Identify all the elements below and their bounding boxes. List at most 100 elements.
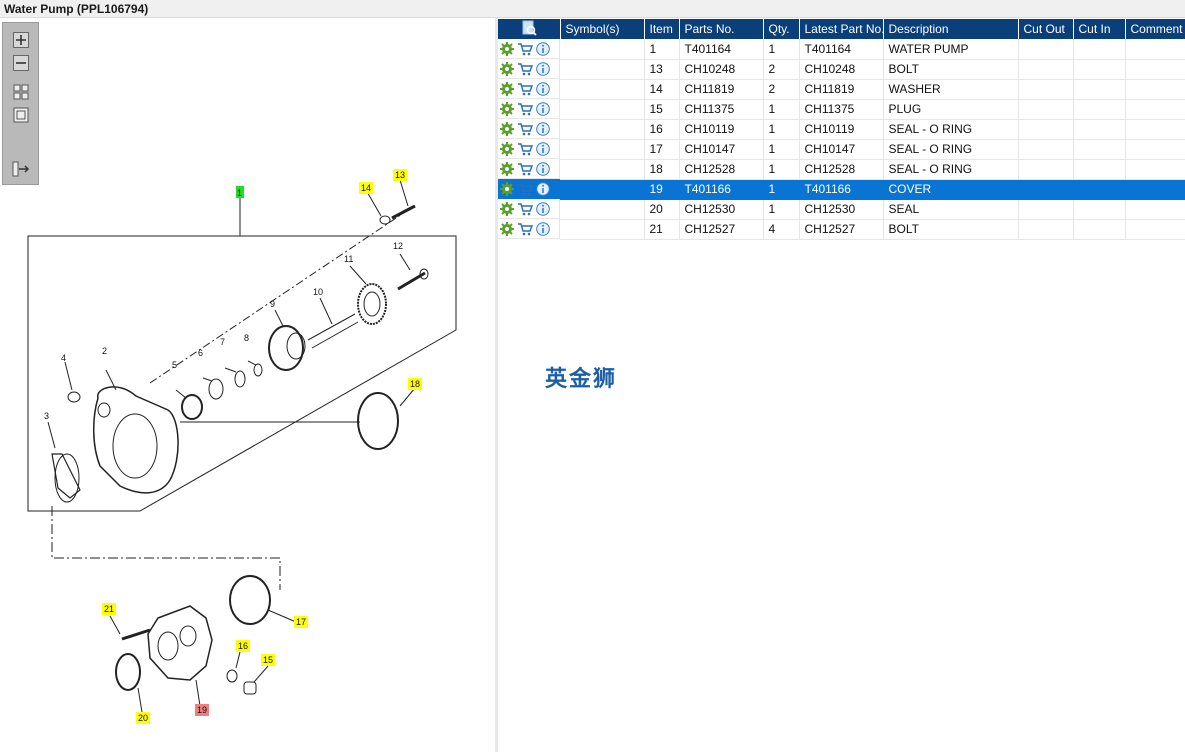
cell-qty: 1 <box>763 39 800 60</box>
callout-12: 12 <box>393 241 403 251</box>
cell-item: 21 <box>644 219 680 240</box>
fit-window-button[interactable] <box>11 106 31 124</box>
gear-icon[interactable] <box>500 141 514 156</box>
cart-icon[interactable] <box>517 202 533 216</box>
row-icons <box>498 39 560 59</box>
callout-1-highlight <box>236 186 244 198</box>
info-icon[interactable] <box>536 121 550 136</box>
cart-icon[interactable] <box>517 182 533 196</box>
fit-all-button[interactable] <box>11 83 31 101</box>
info-icon[interactable] <box>536 61 550 76</box>
gear-icon[interactable] <box>500 61 514 76</box>
gear-icon[interactable] <box>500 161 514 176</box>
col-parts-no[interactable]: Parts No. <box>679 19 764 39</box>
gear-icon[interactable] <box>500 121 514 136</box>
cell-latest-part-no: T401164 <box>799 39 884 60</box>
pane-splitter[interactable] <box>495 18 498 752</box>
callout-16: 16 <box>238 641 248 651</box>
col-qty[interactable]: Qty. <box>763 19 800 39</box>
callout-3: 3 <box>44 411 49 421</box>
zoom-in-button[interactable] <box>11 31 31 49</box>
row-icons <box>498 59 560 79</box>
cart-icon[interactable] <box>517 42 533 56</box>
gear-icon[interactable] <box>500 101 514 116</box>
cell-item: 18 <box>644 159 680 180</box>
cart-icon[interactable] <box>517 102 533 116</box>
cell-symbols <box>560 159 645 180</box>
col-cut-out[interactable]: Cut Out <box>1018 19 1074 39</box>
cell-item: 15 <box>644 99 680 120</box>
zoom-out-button[interactable] <box>11 54 31 72</box>
diagram-pane[interactable]: 1 2 3 4 5 6 7 8 9 10 11 12 13 14 15 16 1… <box>0 18 495 752</box>
info-icon[interactable] <box>536 201 550 216</box>
callout-21-highlight <box>102 603 116 615</box>
callout-8: 8 <box>244 333 249 343</box>
cell-symbols <box>560 119 645 140</box>
gear-icon[interactable] <box>500 201 514 216</box>
header-icon-cell[interactable] <box>498 19 561 39</box>
cell-cut-in <box>1073 159 1126 180</box>
seal-5 <box>181 394 203 420</box>
cell-description: SEAL - O RING <box>883 159 1019 180</box>
gear-icon[interactable] <box>500 221 514 236</box>
col-cut-in[interactable]: Cut In <box>1073 19 1126 39</box>
cart-icon[interactable] <box>517 222 533 236</box>
info-icon[interactable] <box>536 41 550 56</box>
cell-cut-out <box>1018 179 1074 200</box>
cell-parts-no: CH12528 <box>679 159 764 180</box>
cell-latest-part-no: CH10119 <box>799 119 884 140</box>
col-description[interactable]: Description <box>883 19 1019 39</box>
parts-table: Symbol(s) Item Parts No. Qty. Latest Par… <box>498 19 1185 240</box>
col-item[interactable]: Item <box>644 19 680 39</box>
window-title: Water Pump (PPL106794) <box>4 2 149 16</box>
callout-15: 15 <box>263 655 273 665</box>
callout-14: 14 <box>361 183 371 193</box>
cell-comment <box>1125 119 1185 140</box>
cell-qty: 1 <box>763 99 800 120</box>
cart-icon[interactable] <box>517 162 533 176</box>
cell-symbols <box>560 199 645 220</box>
info-icon[interactable] <box>536 141 550 156</box>
info-icon[interactable] <box>536 181 550 196</box>
gear-icon[interactable] <box>500 181 514 196</box>
cell-cut-out <box>1018 199 1074 220</box>
col-comment[interactable]: Comment <box>1125 19 1185 39</box>
info-icon[interactable] <box>536 101 550 116</box>
callout-19-highlight <box>195 704 209 716</box>
cell-cut-in <box>1073 219 1126 240</box>
col-latest-part-no[interactable]: Latest Part No. <box>799 19 884 39</box>
row-icons <box>498 159 560 179</box>
cell-latest-part-no: CH12530 <box>799 199 884 220</box>
cell-latest-part-no: T401166 <box>799 179 884 200</box>
cell-description: COVER <box>883 179 1019 200</box>
toggle-pane-button[interactable] <box>11 160 31 178</box>
diagram-toolbar <box>2 22 39 185</box>
cart-icon[interactable] <box>517 122 533 136</box>
zoom-in-icon <box>13 32 29 48</box>
cart-icon[interactable] <box>517 142 533 156</box>
cell-cut-out <box>1018 39 1074 60</box>
col-symbols[interactable]: Symbol(s) <box>560 19 645 39</box>
info-icon[interactable] <box>536 161 550 176</box>
gear-icon[interactable] <box>500 81 514 96</box>
window-icon <box>13 107 29 123</box>
cell-qty: 1 <box>763 199 800 220</box>
cart-icon[interactable] <box>517 62 533 76</box>
info-icon[interactable] <box>536 221 550 236</box>
cell-cut-in <box>1073 119 1126 140</box>
gear-config-icon[interactable] <box>500 41 514 56</box>
cell-cut-out <box>1018 59 1074 80</box>
cart-icon[interactable] <box>517 82 533 96</box>
info-icon[interactable] <box>536 81 550 96</box>
cell-symbols <box>560 139 645 160</box>
